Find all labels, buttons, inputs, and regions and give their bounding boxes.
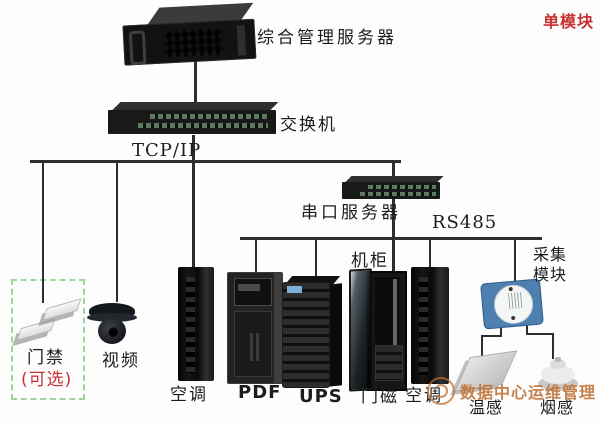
temp-label: 温感 bbox=[469, 398, 504, 417]
network-switch-icon bbox=[108, 102, 279, 136]
watermark: 数据中心运维管理 bbox=[427, 377, 596, 405]
module-badge: 单模块 bbox=[543, 12, 595, 31]
bus-rs485-line bbox=[240, 237, 542, 240]
collector-label: 采集 模块 bbox=[533, 245, 567, 285]
drop-ac2 bbox=[429, 239, 431, 269]
cabinet-label: 机柜 bbox=[351, 251, 389, 271]
link-server-switch bbox=[194, 60, 197, 105]
door-sensor-label: 门磁 bbox=[361, 387, 399, 407]
drop-collector bbox=[514, 239, 516, 284]
serial-server-label: 串口服务器 bbox=[301, 203, 401, 223]
ac1-label: 空调 bbox=[170, 385, 208, 405]
server-label: 综合管理服务器 bbox=[257, 28, 397, 48]
ups-icon bbox=[282, 276, 344, 390]
collector-smoke-link-v1 bbox=[526, 318, 528, 335]
air-conditioner-2-icon bbox=[411, 267, 449, 384]
rack-server-icon bbox=[122, 2, 263, 66]
door-magnet-icon bbox=[16, 296, 82, 346]
pdf-cabinet-icon bbox=[227, 272, 283, 384]
dome-camera-icon bbox=[87, 299, 138, 349]
rack-cabinet-icon bbox=[349, 268, 407, 392]
video-label: 视频 bbox=[102, 351, 140, 371]
collector-label-line1: 采集 bbox=[533, 245, 568, 264]
collector-smoke-link-v2 bbox=[552, 333, 554, 359]
watermark-logo-icon bbox=[427, 377, 455, 405]
smoke-label: 烟感 bbox=[540, 398, 575, 417]
drop-ups bbox=[315, 239, 317, 278]
collector-temp-link-h bbox=[481, 335, 502, 337]
rs485-label: RS485 bbox=[432, 212, 498, 233]
link-serial-cabinet bbox=[392, 199, 395, 271]
collector-temp-link-v2 bbox=[481, 335, 483, 358]
drop-video bbox=[116, 162, 118, 302]
link-switch-bus-ac1 bbox=[192, 135, 195, 268]
optional-group-box bbox=[11, 279, 85, 400]
collector-temp-link-v1 bbox=[500, 320, 502, 337]
bus-tcpip-line bbox=[30, 160, 401, 163]
air-conditioner-1-icon bbox=[178, 267, 214, 381]
drop-pdf bbox=[255, 239, 257, 274]
smoke-detector-icon bbox=[538, 357, 580, 393]
pdf-label: PDF bbox=[238, 382, 282, 403]
drop-serial-server bbox=[392, 162, 395, 179]
collector-module-icon bbox=[480, 278, 544, 330]
serial-server-icon bbox=[342, 176, 444, 201]
collector-smoke-link-h bbox=[526, 333, 554, 335]
ups-label: UPS bbox=[299, 386, 343, 407]
tcpip-label: TCP/IP bbox=[132, 140, 202, 161]
watermark-text: 数据中心运维管理 bbox=[460, 383, 597, 402]
access-optional-note: (可选) bbox=[21, 370, 73, 390]
drop-access bbox=[42, 162, 44, 303]
switch-label: 交换机 bbox=[280, 115, 337, 135]
access-label: 门禁 bbox=[27, 348, 65, 368]
collector-label-line2: 模块 bbox=[533, 265, 568, 284]
